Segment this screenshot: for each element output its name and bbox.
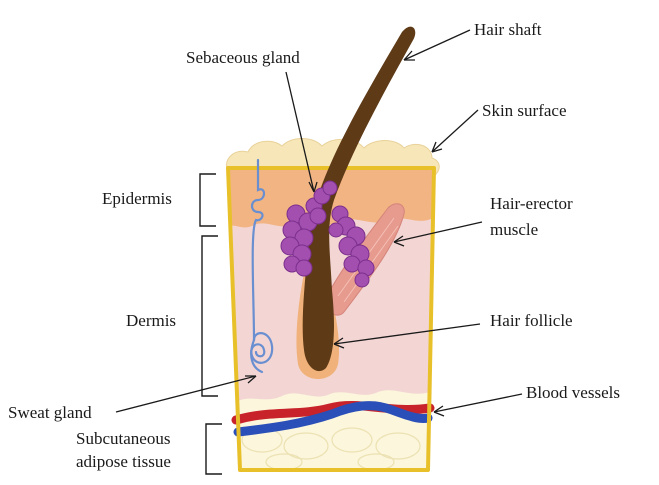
label-skin-surface: Skin surface [482, 101, 567, 120]
label-blood-vessels: Blood vessels [526, 383, 620, 402]
leader-sweat-gland [115, 375, 257, 413]
label-epidermis: Epidermis [102, 189, 172, 208]
leader-lines [115, 29, 523, 417]
bracket-dermis [201, 235, 218, 397]
label-subcutaneous-line2: adipose tissue [76, 452, 171, 471]
bracket-subcutaneous [205, 423, 222, 475]
hair-shaft [302, 26, 416, 372]
leader-hair-shaft [403, 29, 471, 61]
label-hair-shaft: Hair shaft [474, 20, 542, 39]
label-hair-erector-line1: Hair-erector [490, 194, 573, 213]
arrowhead-hair-shaft [403, 50, 415, 61]
sebaceous-gland [280, 180, 375, 288]
arrowhead-hair-erector [393, 235, 405, 247]
leader-hair-erector [393, 221, 483, 243]
arrowhead-sebaceous-gland [308, 181, 318, 193]
arrowhead-hair-follicle [333, 337, 345, 349]
bracket-epidermis [199, 173, 216, 227]
label-sweat-gland: Sweat gland [8, 403, 92, 422]
label-subcutaneous-line1: Subcutaneous [76, 429, 170, 448]
leader-hair-follicle [333, 323, 481, 345]
label-sebaceous-gland: Sebaceous gland [186, 48, 300, 67]
sweat-gland [250, 158, 274, 374]
arrowhead-sweat-gland [245, 375, 257, 384]
leader-blood-vessels [433, 393, 523, 413]
arrowhead-blood-vessels [433, 405, 445, 417]
leader-skin-surface [431, 109, 479, 153]
leader-sebaceous-gland [285, 71, 315, 193]
label-hair-erector-line2: muscle [490, 220, 538, 239]
skin-block-border [226, 166, 436, 472]
label-dermis: Dermis [126, 311, 176, 330]
label-hair-follicle: Hair follicle [490, 311, 573, 330]
labels: Hair shaft Sebaceous gland Skin surface … [8, 20, 620, 471]
vein-vessel [233, 401, 433, 437]
layer-brackets [199, 173, 222, 475]
arrowhead-skin-surface [431, 141, 443, 153]
